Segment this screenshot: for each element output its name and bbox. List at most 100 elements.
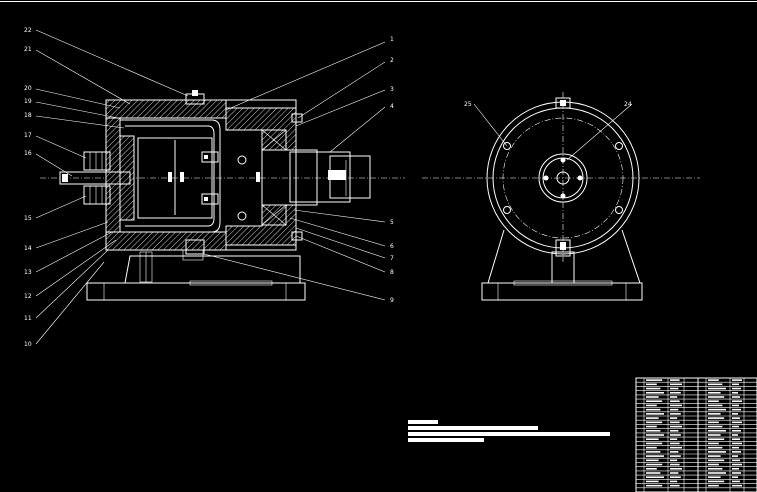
callout-16: 16 bbox=[24, 150, 32, 157]
inner-cup bbox=[120, 119, 221, 233]
table-cell-text bbox=[708, 408, 726, 411]
table-cell-text bbox=[646, 400, 663, 403]
table-cell-text bbox=[646, 484, 663, 487]
table-cell-text bbox=[646, 467, 657, 470]
table-cell-text bbox=[670, 408, 679, 411]
table-cell-text bbox=[708, 434, 721, 436]
table-cell-text bbox=[708, 463, 719, 466]
callout-6: 6 bbox=[390, 243, 394, 250]
table-cell-text bbox=[732, 425, 739, 428]
table-cell-text bbox=[732, 459, 740, 462]
table-cell-text bbox=[708, 404, 723, 407]
table-cell-text bbox=[646, 472, 661, 474]
table-cell-text bbox=[708, 425, 723, 428]
table-cell-text bbox=[646, 480, 659, 483]
base-plate bbox=[86, 282, 306, 301]
table-cell-text bbox=[646, 442, 663, 445]
callout-17: 17 bbox=[24, 132, 32, 139]
table-cell-text bbox=[670, 383, 682, 386]
table-cell-text bbox=[732, 442, 742, 445]
table-cell-text bbox=[670, 455, 681, 457]
table-cell-text bbox=[732, 467, 739, 470]
table-cell-text bbox=[732, 408, 741, 411]
table-cell-text bbox=[646, 408, 661, 411]
table-cell-text bbox=[708, 429, 726, 432]
table-cell-text bbox=[670, 413, 681, 415]
support-web bbox=[124, 255, 301, 284]
table-cell-text bbox=[646, 463, 663, 466]
callout-25: 25 bbox=[464, 101, 472, 108]
table-cell-text bbox=[708, 383, 723, 386]
left-leaders bbox=[35, 29, 189, 345]
callout-10: 10 bbox=[24, 341, 32, 348]
table-cell-text bbox=[732, 476, 738, 479]
end-view: 25 24 bbox=[422, 92, 700, 301]
table-cell-text bbox=[708, 417, 725, 419]
table-cell-text bbox=[670, 438, 678, 441]
table-cell-text bbox=[708, 476, 721, 479]
right-leaders bbox=[203, 41, 386, 301]
table-cell-text bbox=[708, 391, 721, 394]
table-cell-text bbox=[646, 379, 663, 381]
callout-11: 11 bbox=[24, 315, 32, 322]
table-cell-text bbox=[646, 417, 659, 419]
table-cell-text bbox=[708, 451, 726, 453]
table-cell-text bbox=[646, 434, 664, 436]
callout-2: 2 bbox=[390, 57, 394, 64]
table-cell-text bbox=[646, 451, 661, 453]
table-cell-text bbox=[732, 417, 740, 419]
table-cell-text bbox=[732, 383, 739, 386]
table-cell-text bbox=[708, 413, 721, 415]
section-view bbox=[40, 90, 405, 301]
table-cell-text bbox=[732, 455, 738, 457]
table-cell-text bbox=[732, 438, 740, 441]
table-cell-text bbox=[708, 400, 719, 403]
callout-7: 7 bbox=[390, 255, 394, 262]
table-cell-text bbox=[670, 476, 681, 479]
output-shaft bbox=[289, 151, 351, 203]
table-cell-text bbox=[646, 446, 657, 449]
table-cell-text bbox=[670, 434, 681, 436]
end-view-base bbox=[481, 282, 643, 301]
callout-18: 18 bbox=[24, 112, 32, 119]
technical-notes bbox=[408, 420, 610, 442]
table-cell-text bbox=[670, 421, 680, 424]
table-cell-text bbox=[732, 463, 742, 466]
table-cell-text bbox=[732, 413, 738, 415]
parts-list-table bbox=[635, 377, 757, 492]
table-cell-text bbox=[708, 459, 725, 462]
table-cell-text bbox=[646, 387, 661, 390]
table-cell-text bbox=[732, 451, 741, 453]
table-cell-text bbox=[670, 425, 682, 428]
table-cell-text bbox=[708, 484, 719, 487]
table-cell-text bbox=[708, 480, 725, 483]
table-cell-text bbox=[708, 387, 726, 390]
table-cell-text bbox=[708, 467, 723, 470]
table-cell-text bbox=[670, 387, 679, 390]
table-cell-text bbox=[670, 442, 680, 445]
table-cell-text bbox=[708, 472, 726, 474]
table-cell-text bbox=[670, 484, 680, 487]
callout-19: 19 bbox=[24, 98, 32, 105]
table-cell-text bbox=[732, 387, 741, 390]
callout-9: 9 bbox=[390, 297, 394, 304]
table-cell-text bbox=[670, 472, 679, 474]
left-callout-labels: 22 21 20 19 18 17 16 15 14 13 12 11 10 bbox=[24, 27, 32, 348]
table-cell-text bbox=[732, 480, 740, 483]
table-cell-text bbox=[646, 429, 661, 432]
callout-12: 12 bbox=[24, 293, 32, 300]
table-cell-text bbox=[670, 467, 682, 470]
table-cell-text bbox=[732, 396, 740, 398]
table-cell-text bbox=[708, 379, 719, 381]
callout-14: 14 bbox=[24, 245, 32, 252]
callout-3: 3 bbox=[390, 86, 394, 93]
table-cell-text bbox=[732, 434, 738, 436]
table-cell-text bbox=[670, 404, 682, 407]
table-cell-text bbox=[732, 472, 741, 474]
table-cell-text bbox=[732, 400, 742, 403]
table-cell-text bbox=[708, 446, 723, 449]
table-cell-text bbox=[670, 396, 678, 398]
table-cell-text bbox=[670, 451, 679, 453]
table-cell-text bbox=[708, 455, 721, 457]
